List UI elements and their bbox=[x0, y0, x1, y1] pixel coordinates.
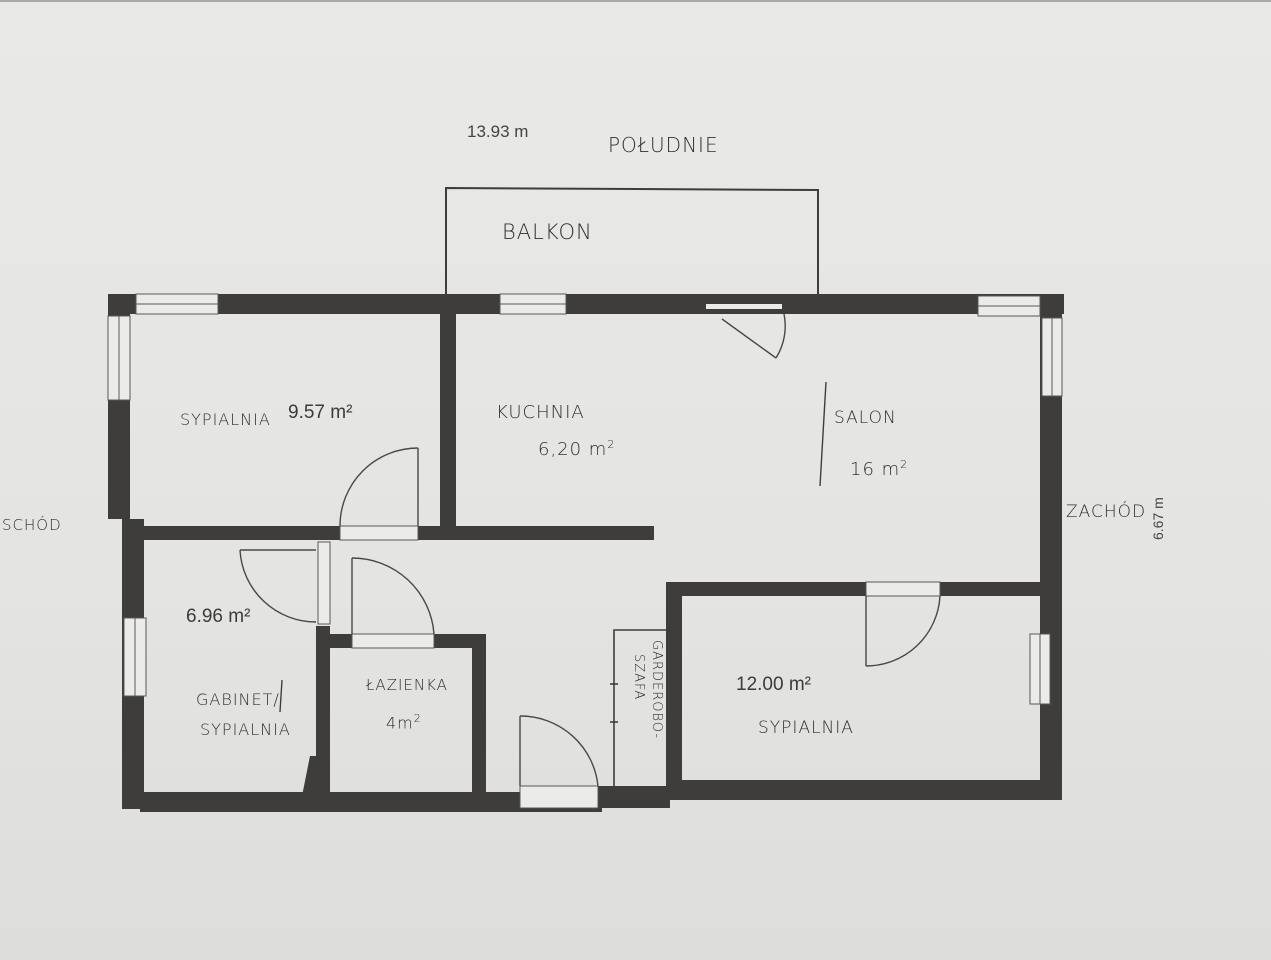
bedroom2-wall-bottom bbox=[668, 780, 1062, 800]
outer-wall-top bbox=[108, 294, 1064, 314]
kitchen-area: 6,20 m2 bbox=[538, 438, 616, 460]
bedroom2-wall-left bbox=[666, 582, 682, 792]
bedroom2-area: 12.00 m² bbox=[736, 674, 811, 695]
bedroom2-wall-top bbox=[668, 582, 1062, 596]
salon-label: SALON bbox=[834, 408, 897, 428]
office-label-line2: SYPIALNIA bbox=[200, 720, 291, 739]
windows bbox=[107, 293, 1063, 705]
kitchen-label: KUCHNIA bbox=[496, 402, 585, 423]
wardrobe-label-line1: GARDEROBO- bbox=[649, 640, 664, 740]
bedroom1-label: SYPIALNIA bbox=[180, 410, 271, 429]
compass-south: POŁUDNIE bbox=[608, 133, 719, 157]
bathroom-wall-right bbox=[472, 634, 486, 798]
walls bbox=[108, 294, 1064, 812]
wall-bedroom1-kitchen bbox=[440, 294, 456, 526]
dimension-height: 6.67 m bbox=[1150, 497, 1166, 540]
salon-area: 16 m2 bbox=[850, 458, 909, 480]
balcony-door-slot bbox=[706, 304, 782, 309]
door-openings bbox=[317, 525, 941, 809]
compass-west: ZACHÓD bbox=[1066, 502, 1147, 522]
wardrobe bbox=[610, 629, 668, 790]
office-area: 6.96 m² bbox=[186, 606, 251, 627]
wardrobe-label-line2: SZAFA bbox=[631, 654, 646, 701]
dimension-width: 13.93 m bbox=[467, 122, 529, 141]
wall-office-corridor bbox=[316, 626, 330, 798]
page-edge bbox=[0, 0, 1271, 2]
balcony-label: BALKON bbox=[502, 220, 593, 244]
wall-wedge bbox=[302, 756, 318, 796]
bedroom1-area: 9.57 m² bbox=[288, 402, 353, 423]
label-slash bbox=[279, 679, 283, 713]
balcony bbox=[445, 186, 819, 296]
bedroom2-label: SYPIALNIA bbox=[758, 718, 854, 738]
door-balcony bbox=[721, 318, 777, 359]
office-label-line1: GABINET/ bbox=[196, 690, 280, 709]
compass-east: SCHÓD bbox=[2, 516, 62, 534]
bathroom-label: ŁAZIENKA bbox=[366, 676, 448, 694]
outer-wall-bottom-mid bbox=[598, 786, 670, 808]
outer-wall-bottom bbox=[140, 792, 602, 812]
door-swings bbox=[239, 313, 941, 787]
bathroom-area: 4m2 bbox=[386, 712, 422, 733]
kitchen-salon-divider bbox=[819, 381, 827, 487]
